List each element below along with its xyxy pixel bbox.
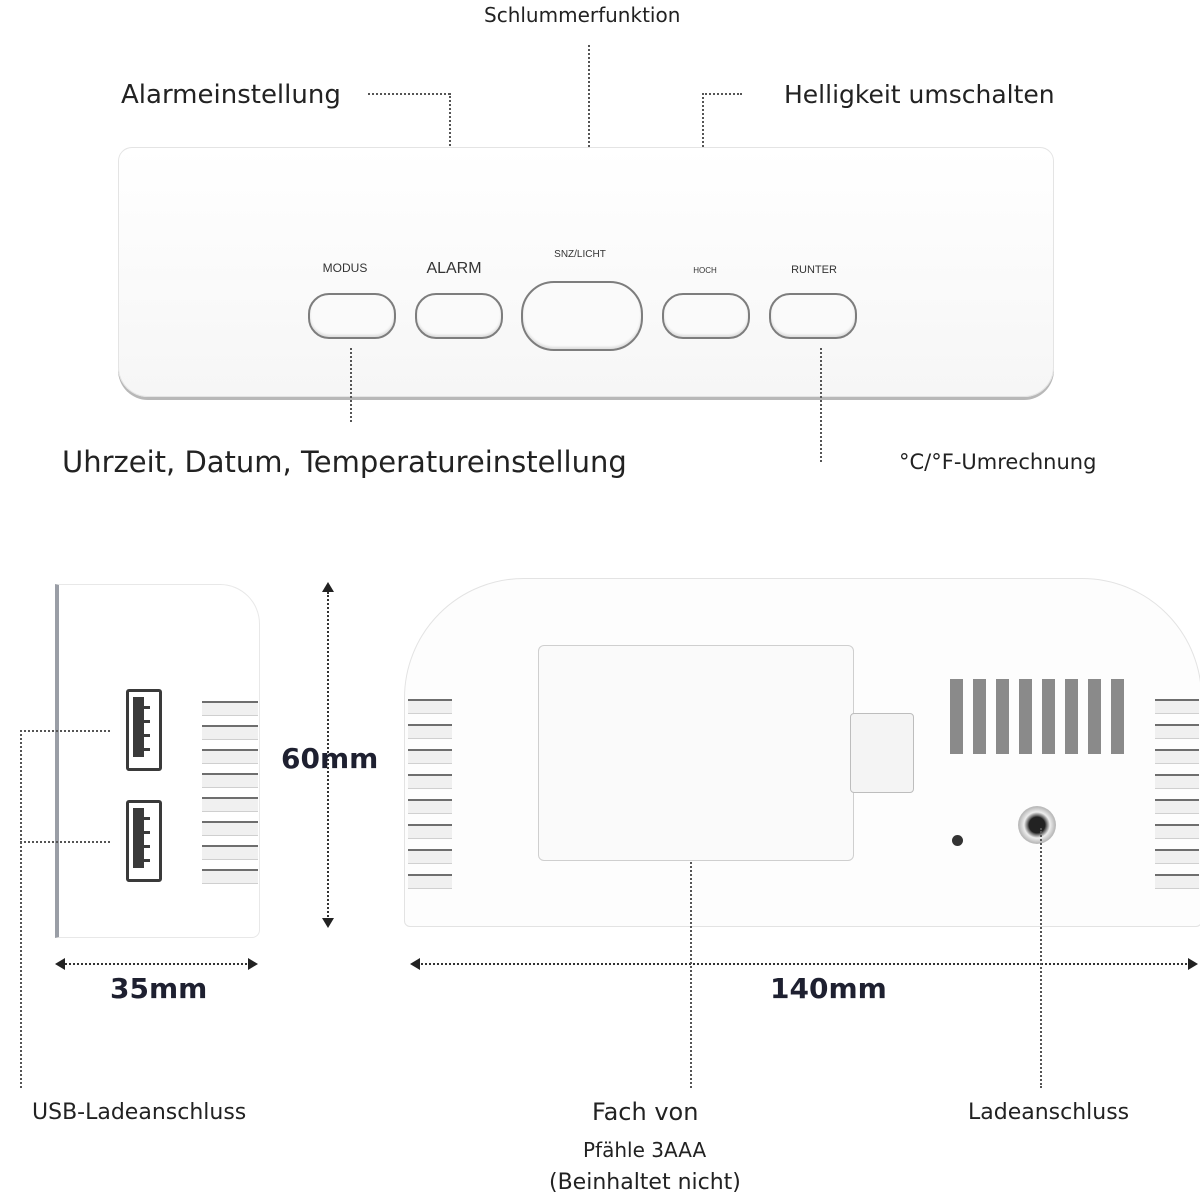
up-button <box>662 293 750 339</box>
usb-port-icon <box>126 800 162 882</box>
vent-icon <box>408 874 452 889</box>
vent-icon <box>996 679 1009 754</box>
label-brightness: Helligkeit umschalten <box>784 80 1055 109</box>
leader-down-v <box>820 348 822 462</box>
arrow-head-down <box>322 918 334 928</box>
vent-icon <box>202 725 258 740</box>
battery-compartment-icon <box>538 645 854 861</box>
vent-icon <box>408 724 452 739</box>
arrow-head-right <box>248 958 258 970</box>
leader-usb-bottom <box>20 841 110 843</box>
leader-alarm-h <box>368 93 450 95</box>
arrow-head-right <box>1188 958 1198 970</box>
dimension-depth: 35mm <box>110 972 208 1005</box>
vent-icon <box>408 699 452 714</box>
vent-icon <box>202 869 258 884</box>
label-snooze: Schlummerfunktion <box>484 3 681 27</box>
mode-button <box>308 293 396 339</box>
arrow-head-left <box>55 958 65 970</box>
vent-icon <box>1155 724 1199 739</box>
vent-icon <box>202 821 258 836</box>
leader-bright-h <box>702 93 742 95</box>
dc-jack-icon <box>1018 806 1056 844</box>
vent-icon <box>973 679 986 754</box>
label-compartment-1: Fach von <box>592 1098 699 1126</box>
vent-icon <box>1155 774 1199 789</box>
vent-icon <box>408 774 452 789</box>
label-usb-port: USB-Ladeanschluss <box>32 1100 247 1125</box>
reset-hole <box>952 835 963 846</box>
leader-snooze-v <box>588 45 590 227</box>
label-compartment-3: (Beinhaltet nicht) <box>549 1170 741 1195</box>
vent-icon <box>202 749 258 764</box>
usb-port-icon <box>126 689 162 771</box>
clock-back-view <box>404 578 1200 927</box>
vent-icon <box>408 824 452 839</box>
vent-icon <box>1088 679 1101 754</box>
label-alarm-setting: Alarmeinstellung <box>121 80 341 110</box>
vent-icon <box>1042 679 1055 754</box>
vent-icon <box>950 679 963 754</box>
leader-usb-v <box>20 730 22 1088</box>
snooze-light-button <box>521 281 643 351</box>
vent-icon <box>408 849 452 864</box>
vent-icon <box>1155 749 1199 764</box>
label-unit-convert: °C/°F-Umrechnung <box>899 450 1097 474</box>
down-button <box>769 293 857 339</box>
arrow-head-up <box>322 582 334 592</box>
dimension-height: 60mm <box>281 742 379 775</box>
compartment-latch <box>850 713 914 793</box>
button-label-down: RUNTER <box>791 264 837 276</box>
leader-usb-top <box>20 730 110 732</box>
vent-icon <box>1155 849 1199 864</box>
leader-mode-v <box>350 348 352 422</box>
dimension-width: 140mm <box>770 972 887 1005</box>
vent-icon <box>1155 824 1199 839</box>
vent-icon <box>202 701 258 716</box>
vent-icon <box>408 749 452 764</box>
arrow-head-left <box>410 958 420 970</box>
leader-compartment-v <box>690 862 692 1088</box>
vent-icon <box>1155 699 1199 714</box>
vent-icon <box>408 799 452 814</box>
clock-side-view <box>55 584 260 938</box>
leader-charging-v <box>1040 828 1042 1088</box>
button-label-mode: MODUS <box>322 261 368 275</box>
label-time-date-temp: Uhrzeit, Datum, Temperatureinstellung <box>62 445 627 479</box>
vent-icon <box>202 797 258 812</box>
button-label-snooze-light: SNZ/LICHT <box>554 249 606 260</box>
alarm-button <box>415 293 503 339</box>
button-label-alarm: ALARM <box>426 260 482 277</box>
button-label-up: HOCH <box>693 266 717 275</box>
vent-icon <box>1111 679 1124 754</box>
clock-top-view: MODUS ALARM SNZ/LICHT HOCH RUNTER <box>118 147 1054 397</box>
label-compartment-2: Pfähle 3AAA <box>583 1138 707 1162</box>
width-arrow <box>418 963 1190 965</box>
label-charging-port: Ladeanschluss <box>968 1100 1130 1125</box>
height-arrow <box>327 592 329 920</box>
vent-icon <box>202 773 258 788</box>
vent-icon <box>202 845 258 860</box>
vent-icon <box>1065 679 1078 754</box>
depth-arrow <box>62 963 250 965</box>
vent-icon <box>1155 799 1199 814</box>
vent-icon <box>1155 874 1199 889</box>
vent-icon <box>1019 679 1032 754</box>
